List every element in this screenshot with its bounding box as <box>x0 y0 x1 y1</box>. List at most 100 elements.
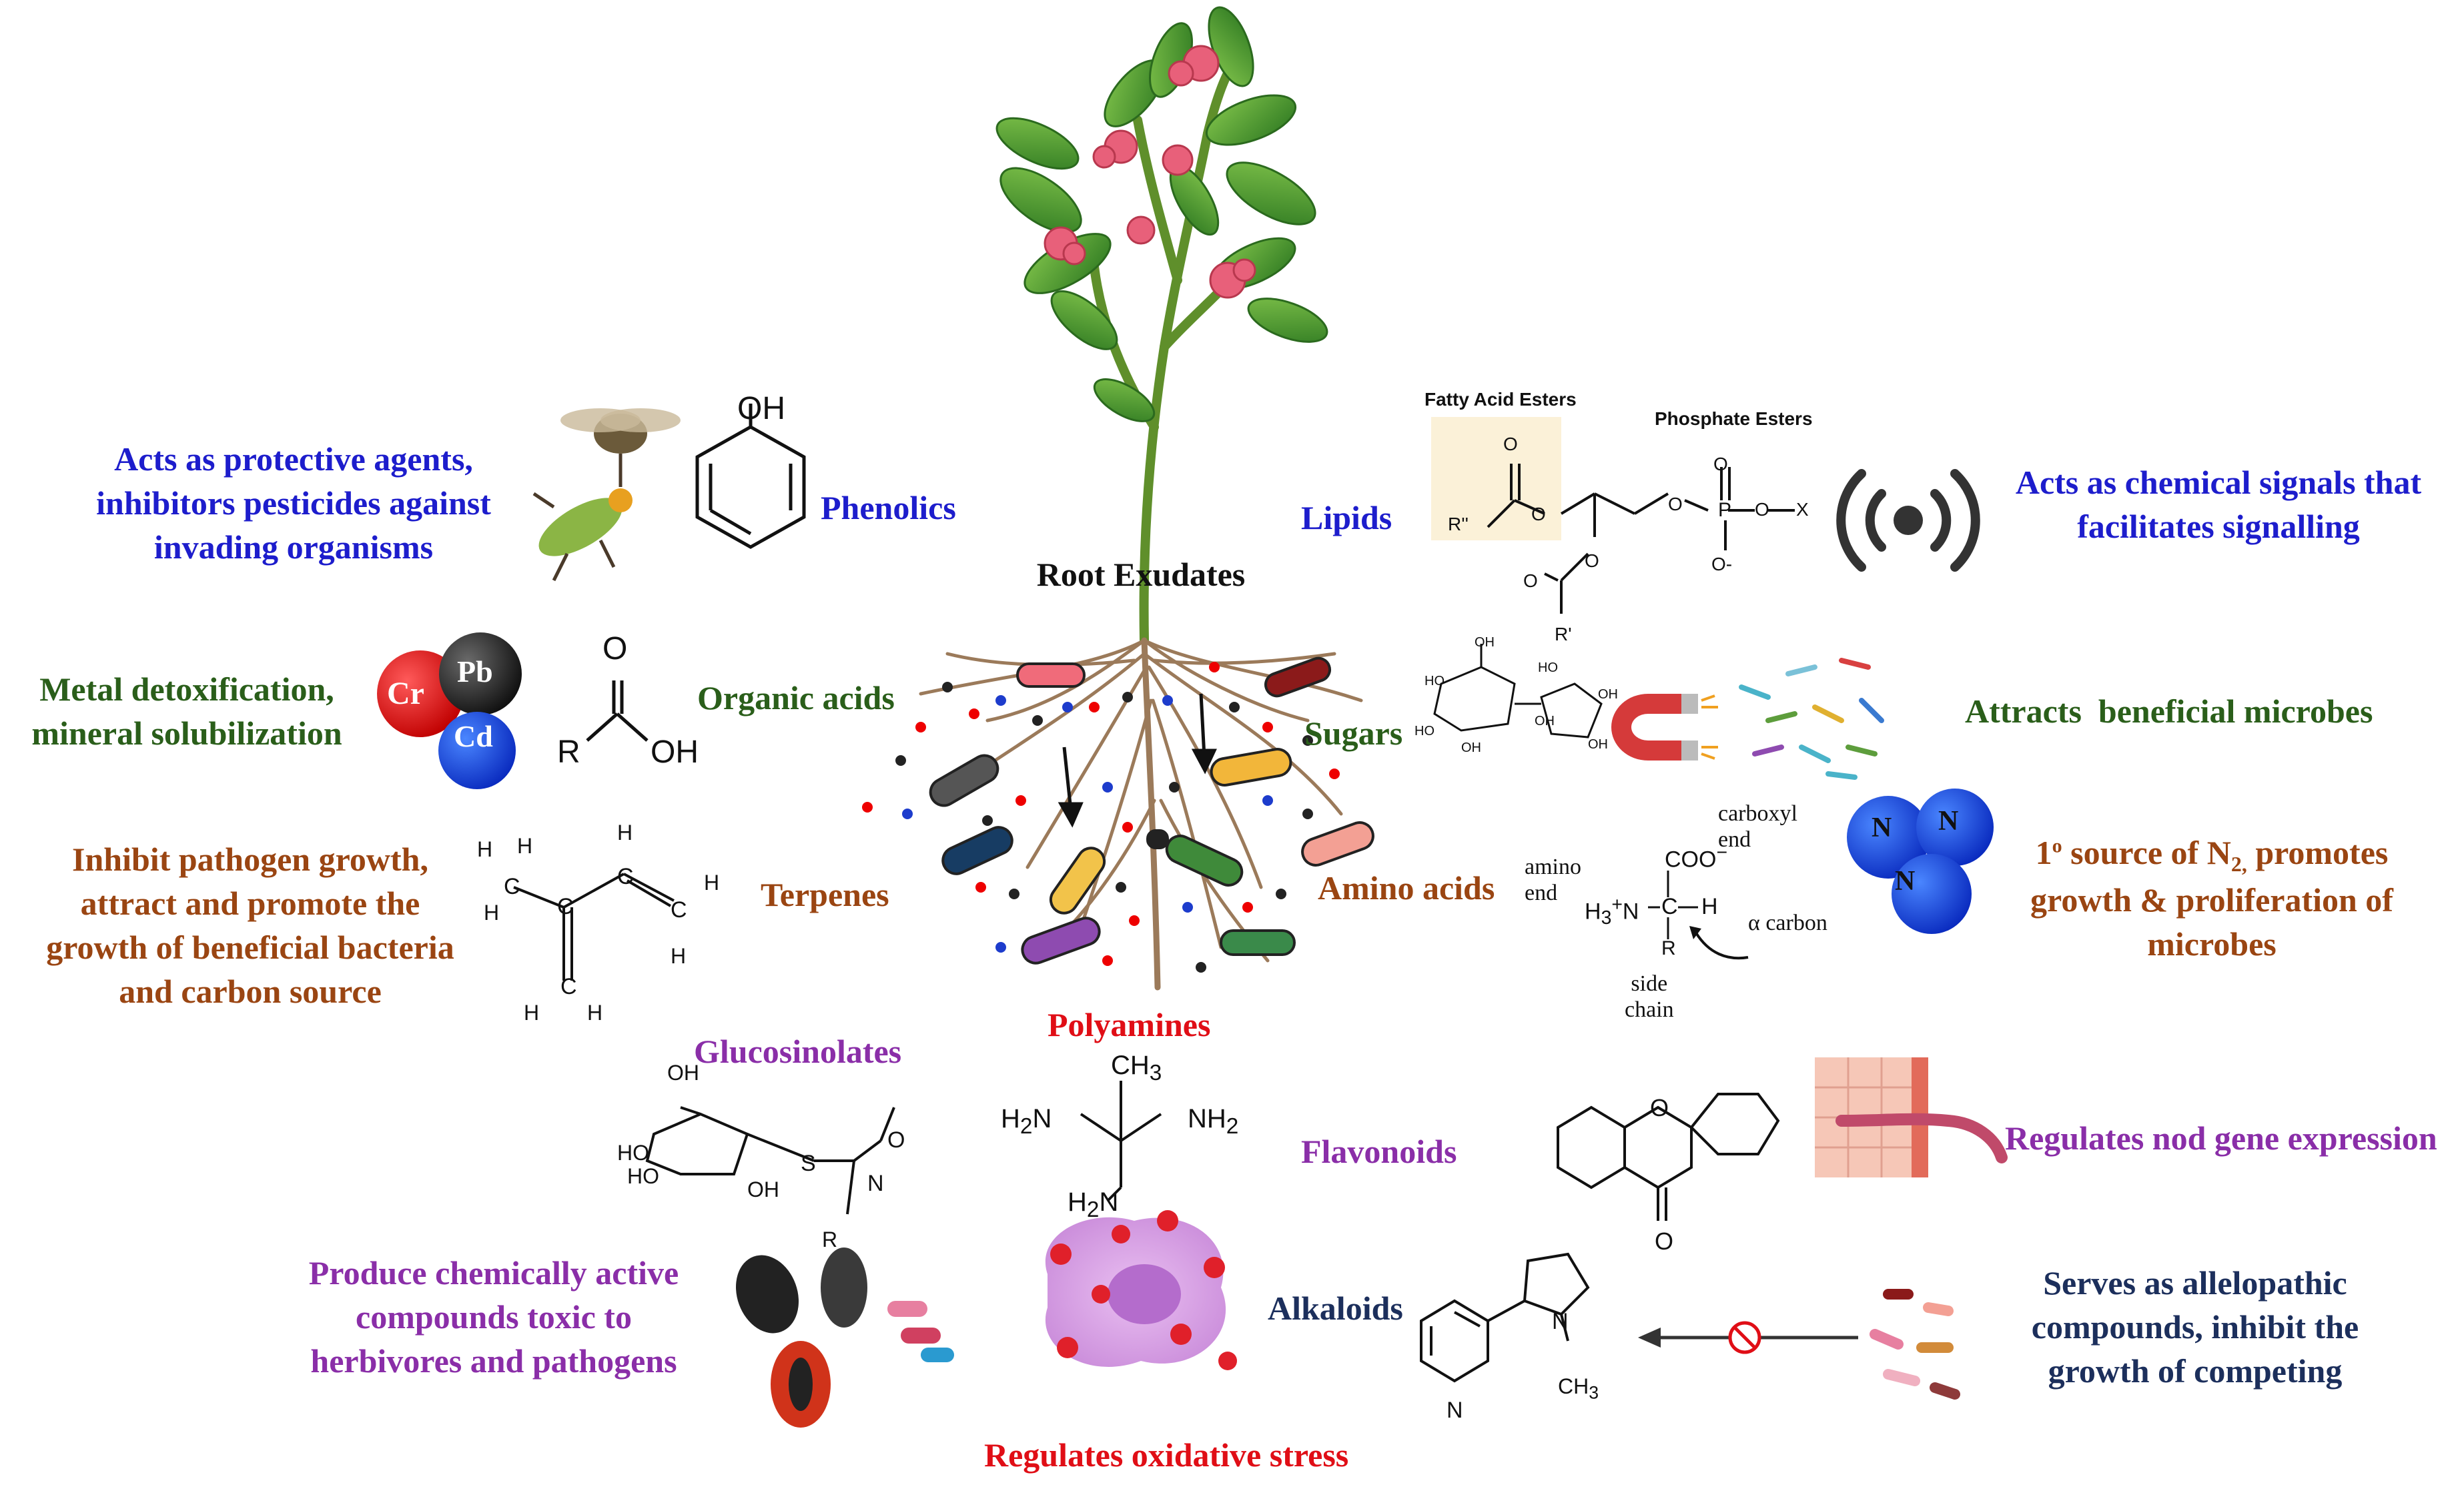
amino-acids-function-line1: 1o source of N2, promotes <box>2002 831 2422 878</box>
terpene-c4: C <box>671 897 687 923</box>
lipid-p: P <box>1718 499 1732 521</box>
lipid-ominus: O- <box>1711 554 1733 574</box>
phenolics-function-line3: invading organisms <box>153 528 434 566</box>
organic-acids-function-line1: Metal detoxification, <box>39 670 334 708</box>
organic-acids-label: Organic acids <box>697 679 895 716</box>
amino-side-chain: side chain <box>1625 971 1674 1023</box>
nitrogen-3: N <box>1895 866 1916 897</box>
lipid-o2: O <box>1531 504 1546 524</box>
gluc-ho-1: HO <box>617 1141 649 1165</box>
gluc-n: N <box>867 1171 884 1196</box>
glucosinolate-structure <box>645 1106 895 1215</box>
alkaloids-function-line1: Serves as allelopathic <box>2043 1264 2347 1302</box>
nicotine-structure <box>1420 1252 1590 1383</box>
lipid-r1: R' <box>1555 624 1572 644</box>
poly-nh2-right-text: NH <box>1188 1104 1226 1133</box>
magnet-icon <box>1611 694 1718 761</box>
glucosinolates-function-line3: herbivores and pathogens <box>310 1342 677 1380</box>
flavone-structure <box>1557 1093 1780 1221</box>
poly-h2n-left-text: H <box>1001 1104 1020 1133</box>
soil-bacteria <box>929 656 1374 965</box>
sugar-ho-3: HO <box>1538 660 1558 675</box>
terpene-h5: H <box>704 871 720 895</box>
root-nodule-illustration <box>1815 1057 2008 1177</box>
amino-acids-label: Amino acids <box>1318 869 1495 907</box>
terpenes-function-line2: attract and promote the <box>80 885 420 922</box>
amino-end: amino end <box>1525 854 1581 906</box>
terpene-h8: H <box>587 1001 603 1025</box>
amino-h3n: H3+N <box>1585 894 1639 929</box>
phosphate-esters-label: Phosphate Esters <box>1655 408 1813 429</box>
amino-r: R <box>1661 937 1676 959</box>
amino-acids-function-sub: 2, <box>2230 852 2247 876</box>
phenol-structure <box>695 404 806 549</box>
terpene-c5: C <box>560 974 577 999</box>
lipids-label: Lipids <box>1301 499 1392 536</box>
poly-ch3: CH3 <box>1111 1051 1162 1085</box>
amino-h: H <box>1701 894 1718 919</box>
glucosinolates-label: Glucosinolates <box>694 1033 902 1070</box>
gluc-oh-top: OH <box>667 1061 699 1085</box>
amino-acids-function-end: promotes <box>2246 834 2389 871</box>
gluc-r: R <box>822 1227 838 1252</box>
amino-acids-function-line3: microbes <box>2147 925 2277 963</box>
leaves <box>995 6 1328 422</box>
isoprene-structure <box>513 873 675 981</box>
lipids-function: Acts as chemical signals that facilitate… <box>1992 460 2445 548</box>
amino-carboxyl-end: carboxyl end <box>1718 801 1797 853</box>
lipid-o4: O <box>1713 454 1728 474</box>
competing-microbes <box>1870 1289 1960 1400</box>
acid-oh: OH <box>651 734 699 770</box>
sugar-oh-2: OH <box>1461 740 1481 755</box>
sugar-oh-4: OH <box>1588 737 1608 752</box>
phenolics-label: Phenolics <box>821 489 956 526</box>
inhibition-arrow <box>1638 1321 1858 1354</box>
fatty-acid-esters-label: Fatty Acid Esters <box>1424 389 1577 410</box>
glucosinolates-function: Produce chemically active compounds toxi… <box>280 1251 707 1383</box>
nicotine-ch3-text: CH <box>1558 1374 1589 1398</box>
sugar-oh-3: OH <box>1535 714 1555 728</box>
sugar-ho-2: HO <box>1414 724 1434 738</box>
alkaloids-function-line2: compounds, inhibit the <box>2031 1308 2359 1346</box>
poly-h2n-bottom: H2N <box>1068 1187 1119 1222</box>
amino-side-chain-line2: chain <box>1625 997 1674 1023</box>
amino-side-chain-line1: side <box>1631 971 1668 996</box>
flavone-o-keto: O <box>1655 1227 1674 1255</box>
gluc-ho-2: HO <box>627 1164 659 1188</box>
phenolics-function-line1: Acts as protective agents, <box>114 440 473 478</box>
alkaloids-function: Serves as allelopathic compounds, inhibi… <box>2002 1261 2389 1393</box>
amino-c: C <box>1661 894 1678 919</box>
metal-cr: Cr <box>387 676 424 711</box>
terpene-h7: H <box>524 1001 540 1025</box>
lipids-function-line1: Acts as chemical signals that <box>2015 464 2422 501</box>
gluc-o: O <box>887 1127 905 1153</box>
glucosinolates-function-line1: Produce chemically active <box>308 1254 679 1292</box>
nitrogen-molecules <box>1847 789 1994 934</box>
root-arrows <box>1058 693 1217 828</box>
roots <box>919 637 1363 991</box>
polyamines-label: Polyamines <box>1048 1006 1211 1043</box>
organic-acids-function: Metal detoxification, mineral solubiliza… <box>13 667 360 755</box>
lipid-o3: O <box>1668 494 1683 514</box>
lipids-function-line2: facilitates signalling <box>2077 508 2360 545</box>
diagram-title: Root Exudates <box>1036 556 1246 593</box>
terpenes-function-line1: Inhibit pathogen growth, <box>72 841 428 878</box>
terpenes-function: Inhibit pathogen growth, attract and pro… <box>33 837 467 1013</box>
lipid-o1: O <box>1503 434 1518 454</box>
terpene-c3: C <box>617 864 634 889</box>
lipid-r2: R'' <box>1448 514 1469 534</box>
oxidative-stress-cell <box>1045 1210 1237 1370</box>
amino-end-line2: end <box>1525 881 1558 906</box>
amino-end-line1: amino <box>1525 855 1581 879</box>
nicotine-n-pyrrolidine: N <box>1552 1309 1569 1334</box>
metal-pb: Pb <box>457 654 493 688</box>
terpenes-label: Terpenes <box>761 876 889 913</box>
polyamine-structure <box>1080 1081 1162 1202</box>
signal-icon <box>1836 469 1980 572</box>
amino-acids-function-line2: growth & proliferation of <box>2030 881 2393 919</box>
organic-acids-function-line2: mineral solubilization <box>31 714 342 752</box>
nicotine-ch3: CH3 <box>1558 1374 1599 1403</box>
gluc-oh-bottom: OH <box>747 1177 779 1201</box>
sucrose-structure <box>1433 644 1603 738</box>
